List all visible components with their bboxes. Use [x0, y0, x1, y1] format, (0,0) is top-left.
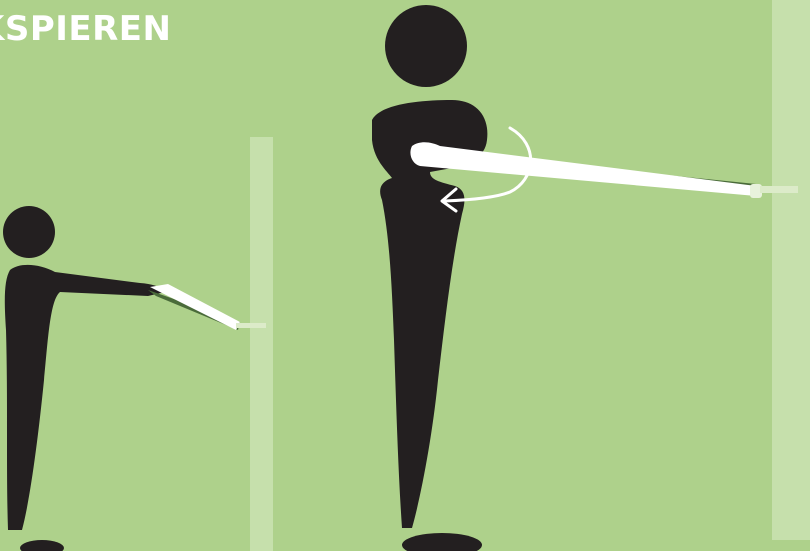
- large-figure: [372, 5, 487, 551]
- left-post: [250, 137, 273, 551]
- small-band: [148, 284, 266, 330]
- large-band: [410, 142, 798, 198]
- small-figure-foot: [20, 540, 64, 551]
- large-figure-head: [385, 5, 467, 87]
- small-figure-body: [5, 265, 165, 530]
- small-figure: [3, 206, 165, 551]
- small-figure-head: [3, 206, 55, 258]
- right-post: [772, 0, 810, 540]
- large-figure-foot: [402, 533, 482, 551]
